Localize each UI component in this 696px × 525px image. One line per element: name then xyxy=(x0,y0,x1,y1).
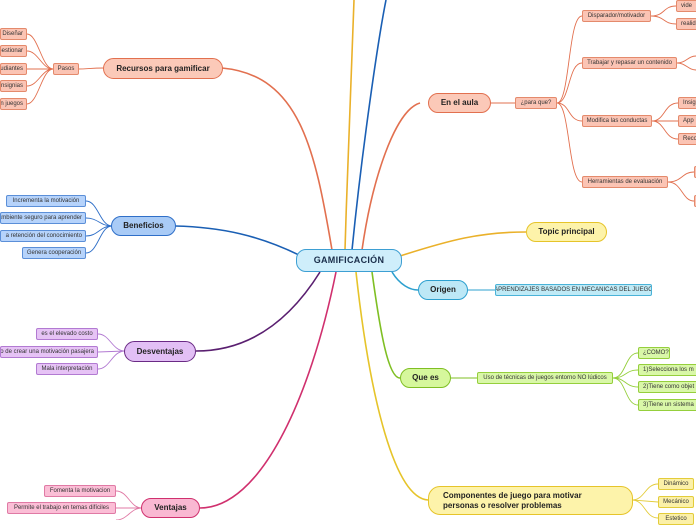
subtopic-genera-cooperacion[interactable]: Genera cooperación xyxy=(22,247,86,259)
subtopic-retencion-conocimiento[interactable]: a retención del conocimiento xyxy=(0,230,86,242)
subtopic-modifica-conductas[interactable]: Modifica las conductas xyxy=(582,115,652,127)
subtopic-objetivo[interactable]: 2)Tiene como objet xyxy=(638,381,696,393)
subtopic-vide[interactable]: vide xyxy=(676,0,696,12)
subtopic-trabajo-temas-dificiles[interactable]: Permite el trabajo en temas difíciles xyxy=(7,502,116,514)
subtopic-app[interactable]: App xyxy=(678,115,696,127)
subtopic-selecciona[interactable]: 1)Selecciona los m xyxy=(638,364,696,376)
link-quees xyxy=(371,271,401,379)
link-beneficios xyxy=(174,225,306,259)
subtopic-realid[interactable]: realid xyxy=(676,18,696,30)
subtopic-sistema[interactable]: 3)Tiene un sistema xyxy=(638,399,696,411)
subtopic-mala-interpretacion[interactable]: Mala interpretación xyxy=(36,363,98,375)
topic-desventajas[interactable]: Desventajas xyxy=(124,341,196,362)
subtopic-disenar[interactable]: Diseñar xyxy=(0,28,27,40)
subtopic-uso-tecnicas-juegos[interactable]: Uso de técnicas de juegos entorno NO lúd… xyxy=(477,372,613,384)
central-topic-gamificacion[interactable]: GAMIFICACIÓN xyxy=(296,249,402,272)
subtopic-evaluacion-leaf-2[interactable] xyxy=(694,195,696,207)
subtopic-insignias[interactable]: Insignias xyxy=(0,80,27,92)
subtopic-dinamico[interactable]: Dinámico xyxy=(658,478,694,490)
link-origen xyxy=(391,271,419,291)
subtopic-incrementa-motivacion[interactable]: Incrementa la motivación xyxy=(6,195,86,207)
topic-beneficios[interactable]: Beneficios xyxy=(111,216,176,236)
topic-en-el-aula[interactable]: En el aula xyxy=(428,93,491,113)
subtopic-pasos[interactable]: Pasos xyxy=(53,63,79,75)
link-top-yellow xyxy=(344,0,355,251)
subtopic-mecanico[interactable]: Mecánico xyxy=(658,496,694,508)
topic-componentes-de-juego[interactable]: Componentes de juego para motivar person… xyxy=(428,486,633,515)
subtopic-motivacion-pasajera[interactable]: o de crear una motivación pasajera xyxy=(0,346,98,358)
topic-ventajas[interactable]: Ventajas xyxy=(141,498,200,518)
subtopic-herramientas-evaluacion[interactable]: Herramientas de evaluación xyxy=(582,176,668,188)
subtopic-trabajar-repasar[interactable]: Trabajar y repasar un contenido xyxy=(582,57,677,69)
subtopic-para-que[interactable]: ¿para que? xyxy=(515,97,557,109)
subtopic-aprendizajes-basados[interactable]: APRENDIZAJES BASADOS EN MECANICAS DEL JU… xyxy=(495,284,652,296)
link-desventajas xyxy=(195,271,321,352)
subtopic-evaluacion-leaf-1[interactable] xyxy=(694,166,696,178)
link-componentes xyxy=(355,271,429,501)
topic-recursos-para-gamificar[interactable]: Recursos para gamificar xyxy=(103,58,223,79)
subtopic-juegos[interactable]: n juegos xyxy=(0,98,27,110)
subtopic-gestionar[interactable]: Gestionar xyxy=(0,45,27,57)
subtopic-fomenta-motivacion[interactable]: Fomenta la motivacion xyxy=(44,485,116,497)
topic-principal[interactable]: Topic principal xyxy=(526,222,607,242)
link-recursos xyxy=(221,67,333,251)
topic-origen[interactable]: Origen xyxy=(418,280,468,300)
topic-que-es[interactable]: Que es xyxy=(400,368,451,388)
subtopic-ambiente-seguro[interactable]: ambiente seguro para aprender xyxy=(0,212,86,224)
link-topic xyxy=(399,231,527,257)
subtopic-estetico[interactable]: Estetico xyxy=(658,513,694,525)
link-aula xyxy=(361,102,421,251)
subtopic-como[interactable]: ¿COMO? xyxy=(638,347,670,359)
link-ventajas xyxy=(199,271,337,509)
subtopic-elevado-costo[interactable]: es el elevado costo xyxy=(36,328,98,340)
subtopic-reco[interactable]: Reco xyxy=(678,133,696,145)
subtopic-disparador-motivador[interactable]: Disparador/motivador xyxy=(582,10,651,22)
link-top-blue xyxy=(351,0,387,251)
subtopic-insig[interactable]: Insig xyxy=(678,97,696,109)
subtopic-estudiantes[interactable]: Estudiantes xyxy=(0,63,27,75)
